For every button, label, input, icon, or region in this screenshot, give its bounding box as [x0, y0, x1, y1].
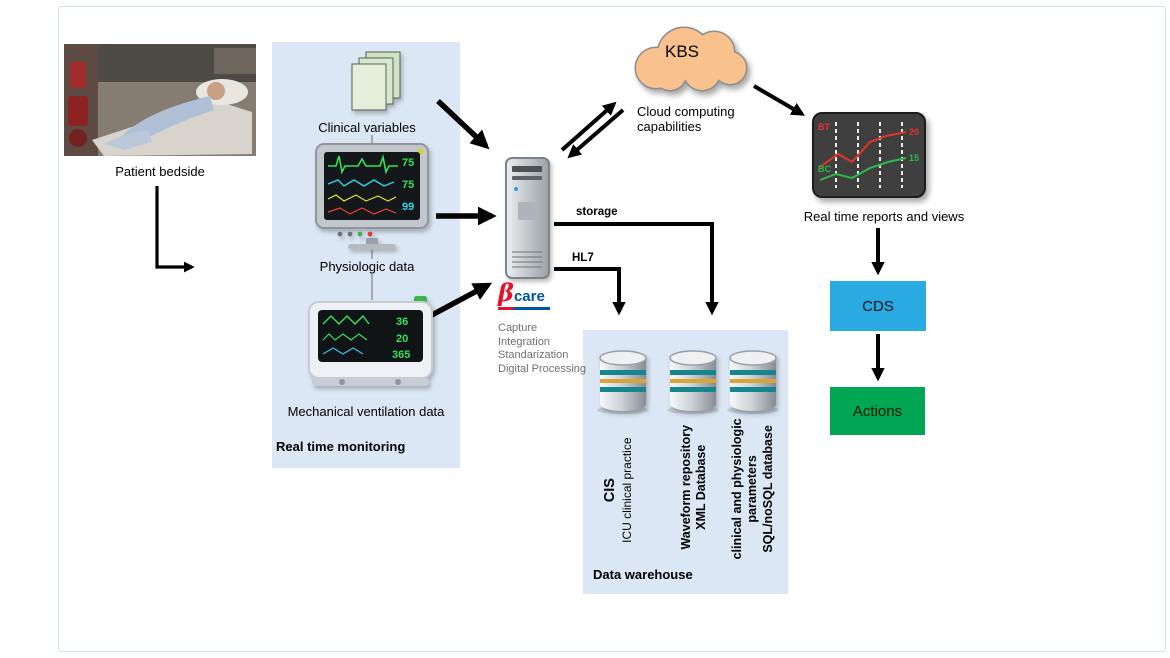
- chart-red-series: [819, 131, 907, 168]
- function-digital-processing: Digital Processing: [498, 362, 587, 375]
- chart-tag-top: BT: [818, 122, 830, 132]
- cloud-icon: [634, 26, 748, 92]
- data-warehouse-title: Data warehouse: [593, 567, 693, 582]
- reports-chart: BT BC 20 15: [812, 112, 926, 203]
- spo2-trace: [327, 179, 395, 187]
- arrow-cloud-to-server: [567, 108, 625, 159]
- drive-bay-2: [512, 176, 542, 180]
- ventilator-screen: [318, 310, 423, 362]
- ventilator-base: [312, 378, 429, 386]
- server-tower: [504, 156, 552, 287]
- chart-tag-bottom: BC: [818, 164, 831, 174]
- ecg-trace: [328, 153, 398, 175]
- monitor-base: [348, 244, 396, 249]
- database-icon: [597, 350, 649, 414]
- function-integration: Integration: [498, 335, 550, 348]
- db-waveform-title: Waveform repository: [678, 424, 693, 550]
- vent-value-1: 36: [396, 316, 408, 328]
- cloud-caption-line2: capabilities: [637, 119, 702, 134]
- db-cylinder-waveform: [666, 346, 722, 421]
- logo-underline: [498, 307, 550, 310]
- patient-bed-illustration: [64, 44, 256, 156]
- monitor-illustration: 75 75 99: [315, 143, 429, 249]
- actions-box: Actions: [830, 387, 925, 435]
- db-waveform-subtitle: XML Database: [694, 444, 708, 530]
- monitor-value-spo2: 99: [402, 201, 414, 213]
- mechanical-ventilation-label: Mechanical ventilation data: [287, 404, 445, 419]
- real-time-monitoring-panel: [272, 42, 460, 468]
- monitor-value-hr: 75: [402, 157, 414, 169]
- front-badge: [518, 202, 536, 220]
- wall-monitor: [214, 48, 256, 74]
- kbs-cloud: [612, 10, 752, 107]
- clinical-variables-label: Clinical variables: [318, 120, 416, 135]
- server-tower-illustration: [505, 157, 550, 279]
- pressure-trace: [327, 207, 397, 215]
- chart-value-bottom: 15: [909, 153, 919, 163]
- kbs-label: KBS: [664, 42, 700, 61]
- db-cylinder-cis: [596, 346, 652, 421]
- db-label-waveform: Waveform repository XML Database: [679, 412, 710, 562]
- database-icon: [667, 350, 719, 414]
- arrow-server-to-cloud: [560, 101, 617, 152]
- arrow-patient-to-monitoring: [155, 186, 195, 273]
- db-parameters-line1: clinical and physiologic: [730, 418, 745, 560]
- vent-value-3: 365: [392, 349, 410, 361]
- logo-care: care: [513, 288, 545, 305]
- server-functions-list: Capture Integration Standarization Digit…: [498, 322, 586, 376]
- blanket: [104, 130, 152, 150]
- arrow-cloud-to-reports: [752, 84, 805, 116]
- db-label-parameters: clinical and physiologic parameters SQL/…: [730, 414, 776, 564]
- real-time-monitoring-title: Real time monitoring: [276, 439, 406, 454]
- database-icon: [727, 350, 779, 414]
- reports-caption: Real time reports and views: [803, 209, 965, 224]
- cloud-caption: Cloud computing capabilities: [637, 104, 735, 134]
- bcare-logo: βcare: [498, 281, 588, 310]
- volume-trace: [322, 347, 364, 355]
- stacked-cards-icon: [351, 51, 401, 111]
- db-cylinder-parameters: [726, 346, 782, 421]
- storage-flow-label: storage: [576, 206, 618, 218]
- patient-bedside-label: Patient bedside: [115, 164, 205, 179]
- clinical-variables-icon: [350, 50, 404, 119]
- drive-bay-1: [512, 166, 542, 172]
- db-parameters-line2: parameters: [745, 455, 760, 523]
- hl7-flow-label: HL7: [572, 252, 594, 264]
- infusion-pump-icon: [68, 96, 88, 126]
- db-parameters-line3: SQL/noSQL database: [760, 425, 775, 553]
- flow-trace: [322, 314, 370, 325]
- chart-green-series: [819, 157, 907, 181]
- patient-monitor: 75 75 99: [314, 142, 432, 257]
- logo-beta: β: [498, 278, 514, 307]
- function-standarization: Standarization: [498, 349, 569, 361]
- monitor-value-2: 75: [402, 179, 414, 191]
- resp-trace: [327, 194, 397, 202]
- power-led: [514, 187, 518, 191]
- iv-bag-icon: [70, 62, 86, 88]
- chart-icon: BT BC 20 15: [812, 112, 926, 198]
- patient-photo: [64, 44, 256, 161]
- cloud-caption-line1: Cloud computing: [637, 104, 735, 119]
- patient-head: [207, 82, 225, 100]
- db-label-cis: CIS ICU clinical practice: [602, 415, 634, 565]
- physiologic-data-label: Physiologic data: [319, 259, 415, 274]
- db-cis-subtitle: ICU clinical practice: [619, 437, 634, 543]
- monitor-stand: [366, 238, 378, 244]
- cds-box: CDS: [830, 281, 926, 331]
- monitor-screen: [324, 152, 420, 220]
- db-cis-title: CIS: [601, 478, 618, 503]
- ventilator: 36 20 365: [308, 296, 434, 395]
- ventilator-illustration: 36 20 365: [308, 296, 433, 386]
- pressure-trace-vent: [322, 333, 368, 341]
- vent-value-2: 20: [396, 333, 408, 345]
- chart-value-top: 20: [909, 127, 919, 137]
- function-capture: Capture: [498, 322, 538, 334]
